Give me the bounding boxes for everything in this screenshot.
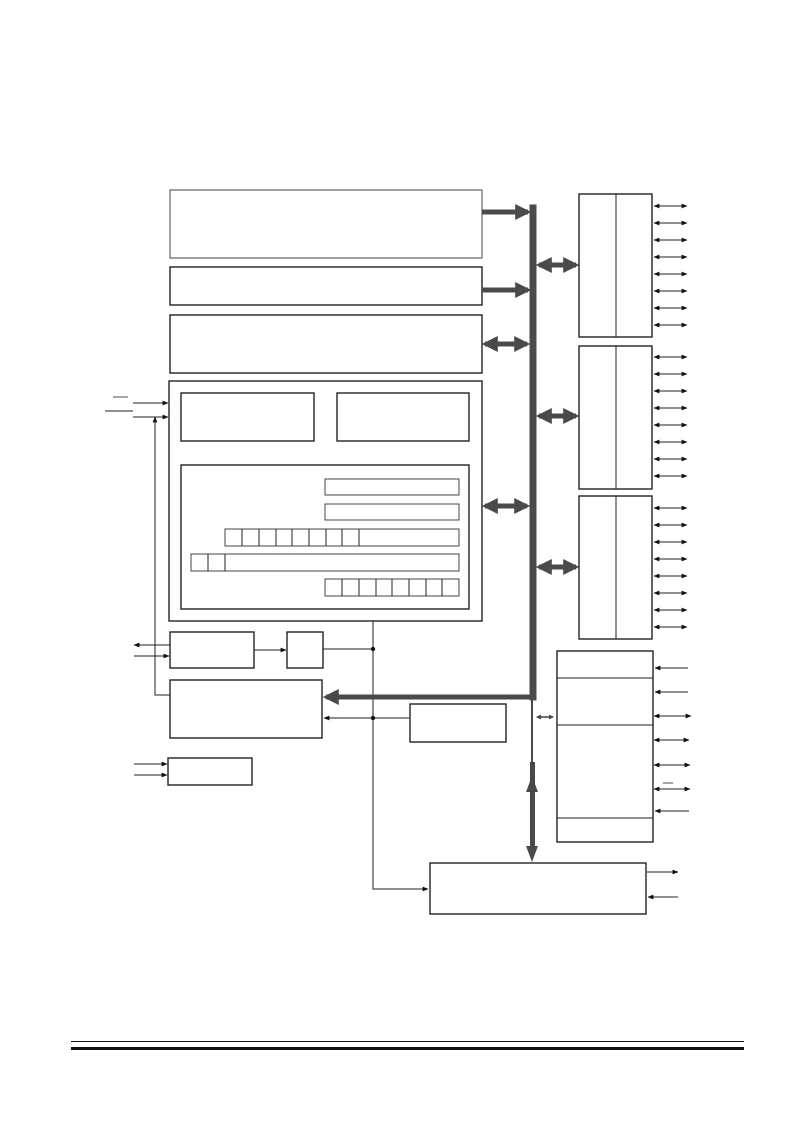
lower-bus bbox=[530, 762, 535, 850]
reset-signals bbox=[134, 761, 168, 778]
reset-block bbox=[167, 757, 253, 786]
memory-block-2 bbox=[169, 266, 483, 306]
register-a bbox=[180, 392, 315, 442]
register-row-3 bbox=[224, 528, 460, 547]
control-block bbox=[169, 679, 323, 739]
port-b bbox=[578, 345, 653, 490]
special-io-pins bbox=[653, 665, 692, 814]
feedback-line bbox=[152, 416, 170, 696]
register-row-5 bbox=[324, 578, 460, 597]
special-io-block bbox=[556, 650, 654, 843]
bus-links-ports bbox=[535, 256, 580, 720]
register-row-4 bbox=[190, 553, 460, 572]
small-logic bbox=[286, 631, 324, 669]
serial-pins bbox=[647, 869, 679, 900]
port-a-pins bbox=[653, 203, 688, 328]
register-b bbox=[336, 392, 470, 442]
clock-signals bbox=[133, 642, 287, 659]
port-b-pins bbox=[653, 354, 688, 479]
footer-rule bbox=[71, 1041, 744, 1050]
port-c bbox=[578, 495, 653, 640]
port-c-pins bbox=[653, 505, 688, 630]
main-bus bbox=[529, 204, 537, 701]
bus-arrow-up bbox=[526, 776, 538, 792]
memory-block-1 bbox=[169, 189, 483, 259]
bus-links-memory bbox=[481, 203, 532, 515]
bus-arrow-down bbox=[526, 846, 538, 862]
internal-signal-lines bbox=[323, 621, 429, 892]
serial-block bbox=[429, 862, 647, 915]
memory-block-3 bbox=[169, 314, 483, 374]
register-row-1 bbox=[324, 478, 460, 496]
port-a bbox=[578, 193, 653, 338]
peripheral-block bbox=[409, 703, 507, 743]
timing-block bbox=[169, 631, 255, 669]
cpu-input-signals bbox=[105, 396, 169, 420]
register-row-2 bbox=[324, 503, 460, 521]
